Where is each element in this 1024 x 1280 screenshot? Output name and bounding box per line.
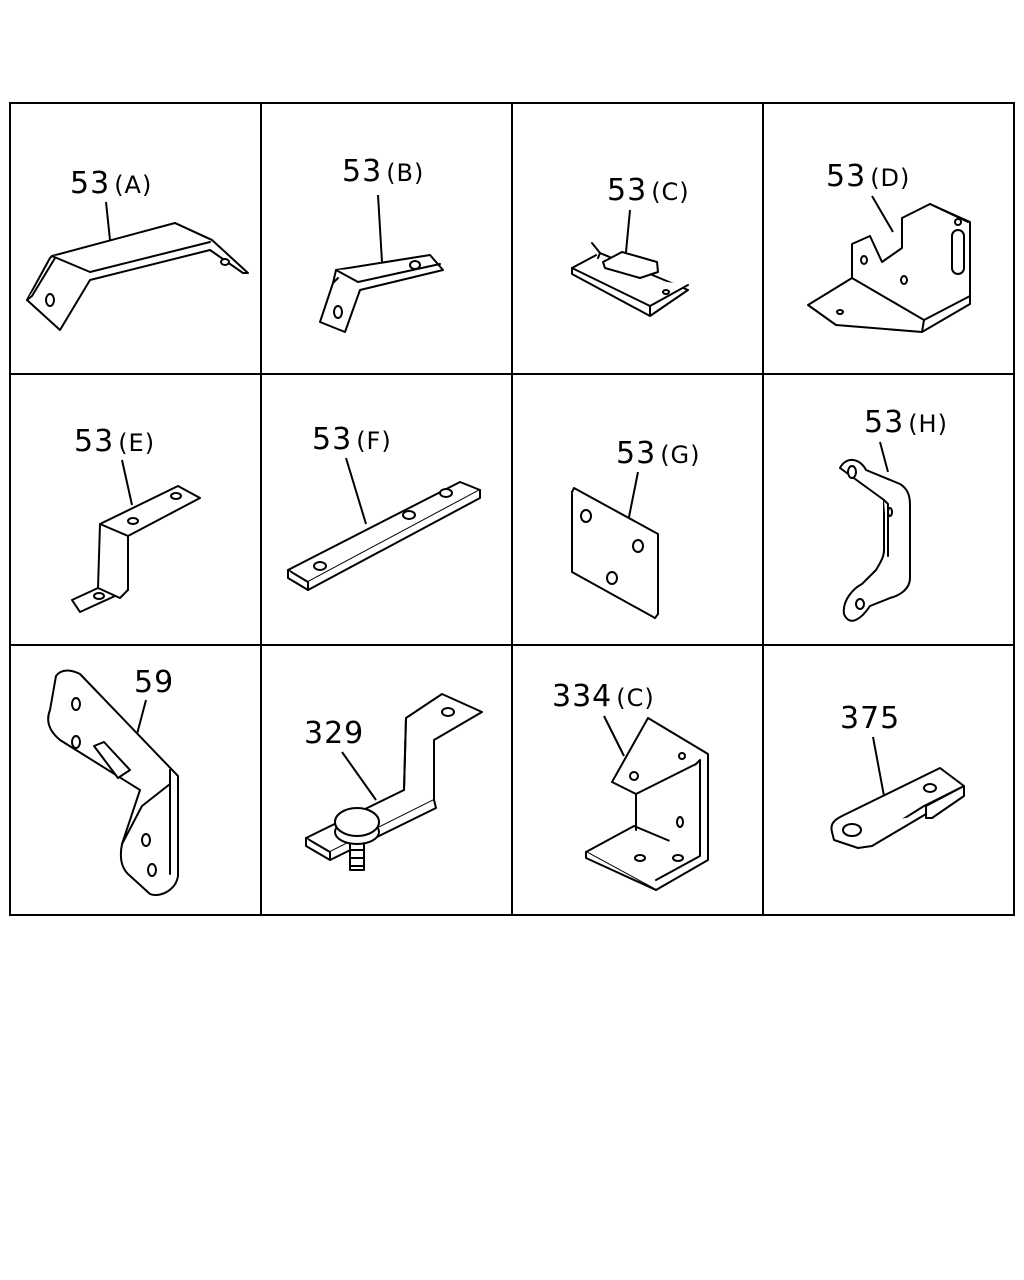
parts-grid — [9, 102, 1015, 916]
bracket-329 — [305, 693, 483, 871]
leader-line — [121, 459, 133, 506]
part-label-53g: 53(G) — [616, 436, 701, 471]
leader-line — [105, 201, 111, 241]
leader-line — [627, 471, 639, 523]
part-label-59: 59 — [134, 665, 174, 700]
cell-53c: 53(C) — [571, 173, 690, 317]
bracket-53f — [287, 481, 481, 591]
bracket-53g — [571, 487, 659, 619]
leader-line — [345, 457, 367, 525]
cell-59: 59 — [47, 665, 179, 896]
bracket-53e — [71, 485, 201, 613]
bracket-53d — [807, 203, 971, 333]
leader-line — [135, 699, 147, 739]
bracket-59 — [47, 669, 179, 896]
part-label-329: 329 — [304, 716, 364, 751]
part-label-53h: 53(H) — [864, 405, 948, 440]
cell-53d: 53(D) — [807, 159, 971, 333]
leader-line — [603, 715, 625, 757]
bracket-334c — [585, 717, 709, 891]
part-label-53c: 53(C) — [607, 173, 690, 208]
bracket-375 — [830, 767, 965, 849]
part-label-53e: 53(E) — [74, 424, 155, 459]
leader-line — [377, 194, 383, 263]
cell-375: 375 — [830, 701, 965, 849]
cell-334c: 334(C) — [552, 679, 709, 891]
leader-line — [625, 209, 631, 253]
bracket-53b — [319, 254, 444, 333]
part-label-53b: 53(B) — [342, 154, 424, 189]
cell-53a: 53(A) — [26, 166, 249, 331]
part-label-53a: 53(A) — [70, 166, 152, 201]
leader-line — [879, 441, 889, 473]
part-label-334c: 334(C) — [552, 679, 655, 714]
leader-line — [341, 751, 377, 801]
part-label-53f: 53(F) — [312, 422, 392, 457]
bracket-53h — [839, 459, 911, 622]
bracket-53a — [26, 222, 249, 331]
cell-53h: 53(H) — [839, 405, 948, 622]
cell-53e: 53(E) — [71, 424, 201, 613]
leader-line — [872, 736, 885, 797]
part-label-375: 375 — [840, 701, 900, 736]
cell-53b: 53(B) — [319, 154, 444, 333]
cell-329: 329 — [304, 693, 483, 871]
cell-53g: 53(G) — [571, 436, 701, 619]
cell-53f: 53(F) — [287, 422, 481, 591]
leader-line — [871, 195, 894, 233]
bracket-53c — [571, 242, 689, 317]
part-label-53d: 53(D) — [826, 159, 910, 194]
